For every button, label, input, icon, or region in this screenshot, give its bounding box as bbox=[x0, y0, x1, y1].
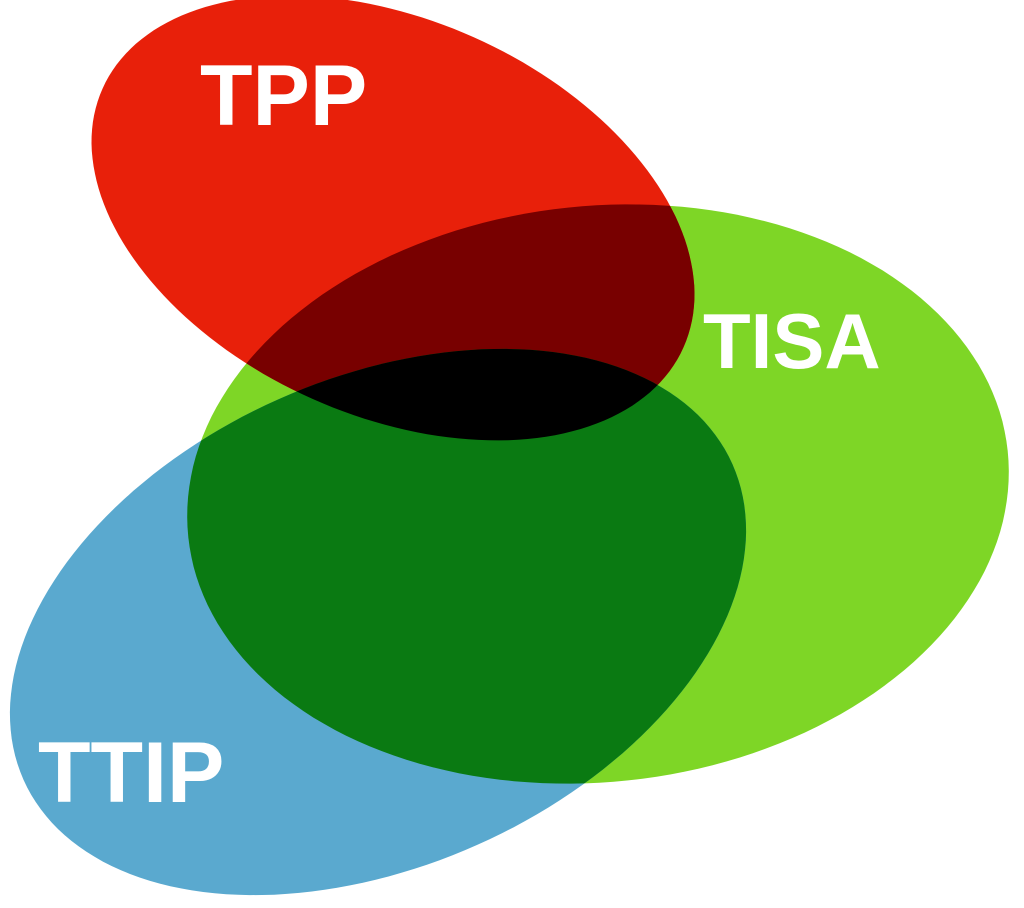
ttip-label: TTIP bbox=[38, 725, 224, 821]
tpp-label: TPP bbox=[200, 48, 367, 144]
tisa-label: TISA bbox=[703, 297, 881, 385]
